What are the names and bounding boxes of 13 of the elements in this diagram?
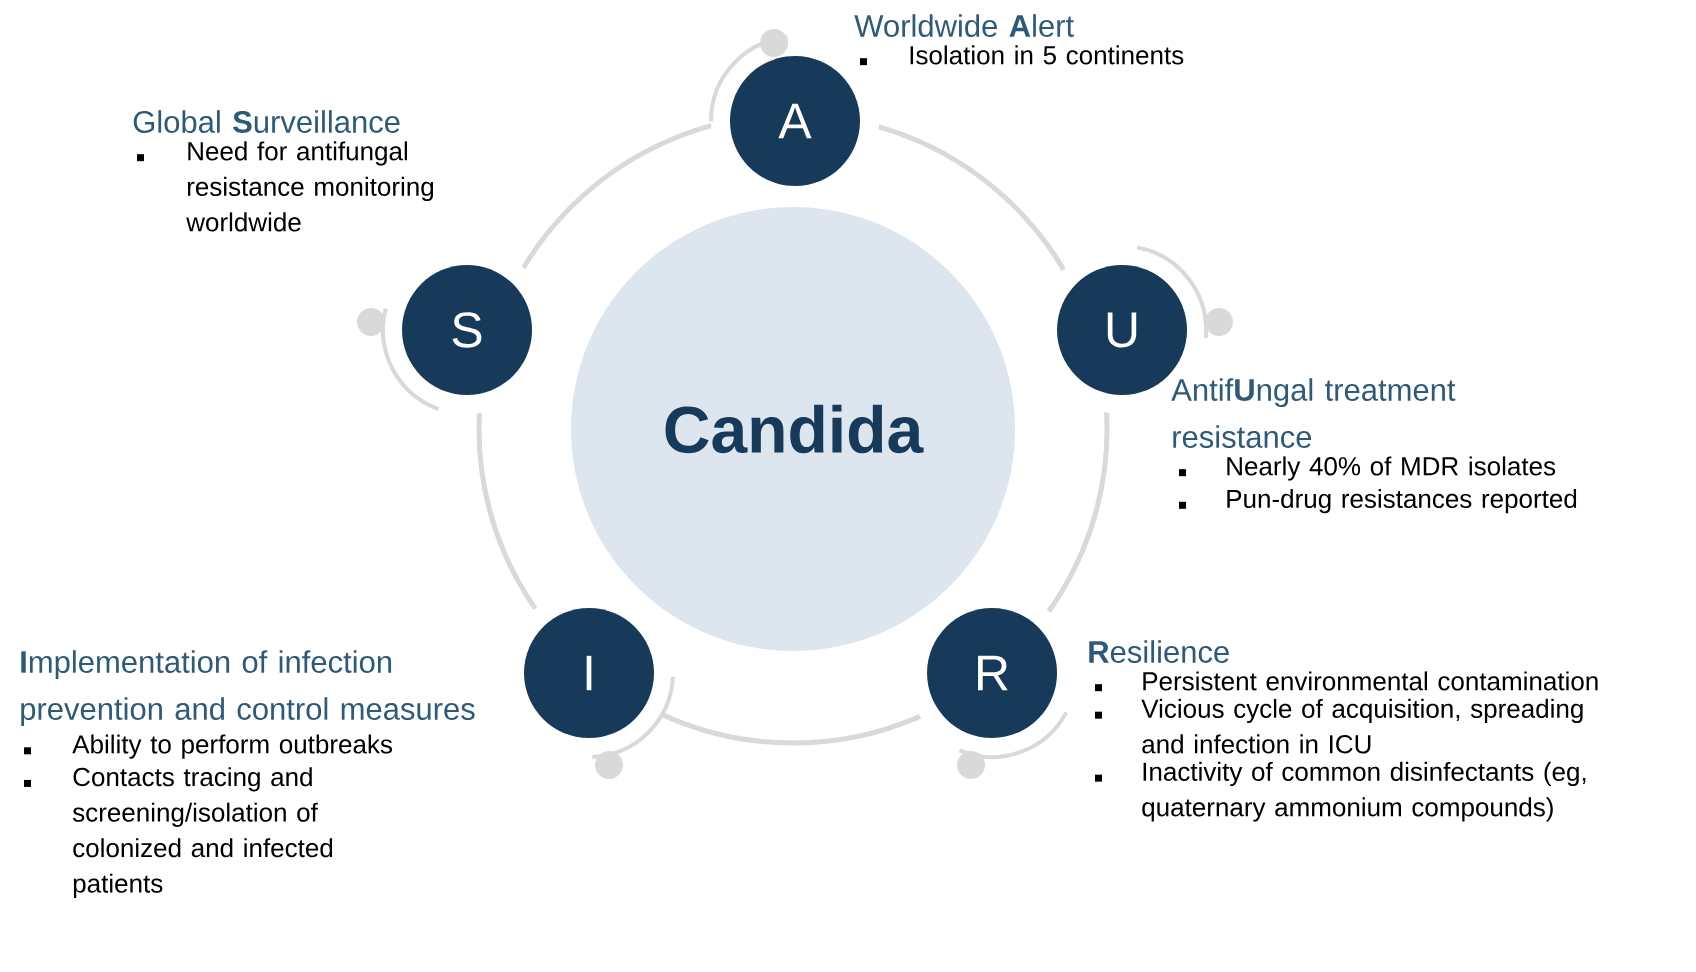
heading: Implementation of infection prevention and control measures — [21, 650, 475, 727]
heading: Resilience — [1089, 640, 1229, 663]
bullet-item: Pun-drug resistances reported — [1179, 489, 1577, 514]
bullet-item: Persistent environmental contamination — [1095, 671, 1598, 692]
bullet-item: Need for antifungal resistance monitoring worldwide — [137, 141, 434, 232]
bullet-item: Vicious cycle of acquisition, spreading and infection in ICU — [1095, 698, 1583, 754]
heading: Global Surveillance — [133, 110, 400, 133]
bullet-item: Ability to perform outbreaks — [24, 734, 392, 759]
bullet-item: Inactivity of common disinfectants (eg, quaternary ammonium compounds) — [1095, 761, 1586, 822]
bullet-item: Contacts tracing and screening/isolation of colonized and infected patients — [24, 767, 333, 898]
bullet-item: Nearly 40% of MDR isolates — [1179, 456, 1556, 481]
heading: Worldwide Alert — [854, 14, 1074, 37]
bullet-item: Isolation in 5 continents — [860, 45, 1184, 66]
